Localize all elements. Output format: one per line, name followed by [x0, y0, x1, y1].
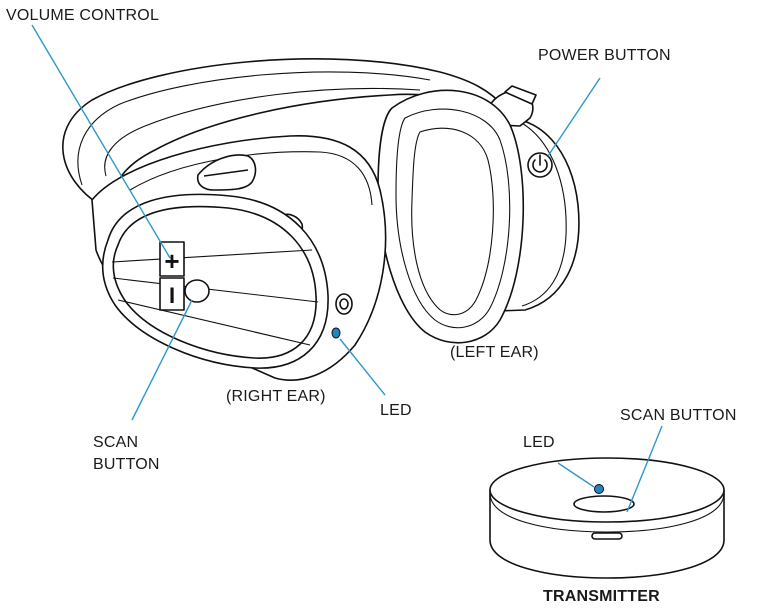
volume-down-button[interactable]: I — [159, 277, 185, 311]
transmitter-led — [594, 484, 604, 494]
leader-lines — [31, 24, 663, 513]
led-label: LED — [380, 402, 412, 419]
headphone-jack — [335, 293, 353, 315]
volume-up-button[interactable]: + — [159, 241, 185, 277]
scan-button-label-line1: SCAN — [93, 434, 139, 451]
scan-button-label-line2: BUTTON — [93, 456, 160, 473]
transmitter — [489, 457, 725, 579]
right-ear-cup — [91, 135, 387, 381]
left-ear-cup — [377, 85, 580, 344]
volume-down-glyph: I — [169, 283, 175, 308]
headphone-led — [331, 327, 341, 339]
transmitter-scan-button-label: SCAN BUTTON — [620, 407, 737, 424]
right-ear-label: (RIGHT EAR) — [226, 388, 326, 405]
power-icon — [532, 154, 548, 173]
volume-control-label: VOLUME CONTROL — [6, 7, 160, 24]
volume-up-glyph: + — [164, 246, 179, 276]
left-ear-label: (LEFT EAR) — [450, 344, 539, 361]
transmitter-led-label: LED — [523, 434, 555, 451]
transmitter-label: TRANSMITTER — [543, 588, 660, 605]
power-button[interactable] — [527, 152, 553, 178]
headphone-scan-button[interactable] — [184, 279, 210, 303]
transmitter-scan-button[interactable] — [573, 495, 635, 540]
power-button-label: POWER BUTTON — [538, 47, 671, 64]
